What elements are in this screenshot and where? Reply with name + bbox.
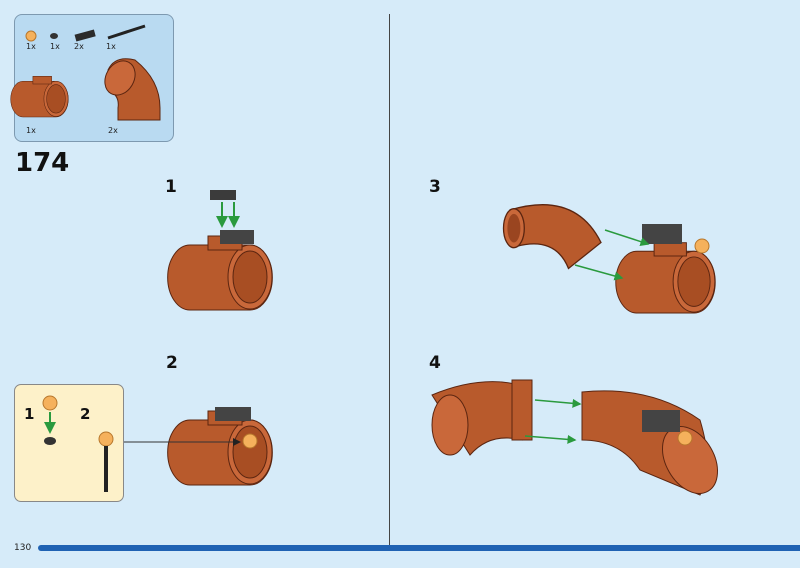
callout-step-number: 1 (24, 405, 35, 423)
step-number: 174 (15, 148, 70, 178)
part-qty: 1x (50, 42, 60, 51)
pipe-elbow-icon (104, 58, 161, 121)
part-qty: 1x (106, 42, 116, 51)
substep-number: 1 (165, 177, 177, 197)
substep-number: 4 (429, 353, 441, 373)
clip-plate (210, 190, 236, 200)
clip-plate (220, 230, 254, 244)
bar-icon (107, 24, 146, 40)
callout-step-number: 2 (80, 405, 91, 423)
part-qty: 1x (26, 42, 36, 51)
step4-elbow-left (431, 379, 533, 456)
part-qty: 2x (74, 42, 84, 51)
pipe-connector-icon (10, 76, 69, 118)
step3-elbow (502, 204, 602, 270)
part-qty: 1x (26, 126, 36, 135)
divider (389, 14, 390, 545)
page-number: 130 (14, 543, 32, 553)
step2-connector (167, 410, 273, 486)
round-plate-icon (50, 33, 58, 39)
substep-number: 2 (166, 353, 178, 373)
part-qty: 2x (108, 126, 118, 135)
step4-elbow-right (581, 390, 718, 496)
clip-plate-icon (74, 29, 96, 42)
round-tile-icon (25, 30, 37, 42)
round-tile (242, 433, 258, 449)
page-progress-bar (38, 545, 800, 551)
substep-number: 3 (429, 177, 441, 197)
step1-connector (167, 235, 273, 311)
